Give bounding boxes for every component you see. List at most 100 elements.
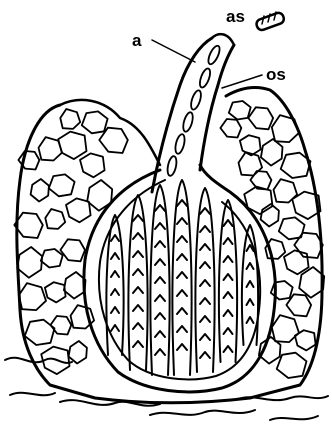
tissue-cell	[248, 107, 273, 129]
label-as: as	[226, 7, 245, 26]
tissue-cell	[284, 250, 309, 274]
ascospore-mark	[111, 307, 119, 313]
ascospore-mark	[155, 241, 165, 247]
tissue-cell	[277, 353, 307, 378]
tissue-cell	[80, 153, 105, 177]
ascospore-mark	[200, 244, 210, 250]
ascospore-mark	[177, 272, 187, 278]
ascospore-mark	[224, 274, 233, 280]
ascospore-mark	[200, 352, 210, 358]
ascus	[219, 200, 237, 362]
ascospore-mark	[155, 313, 165, 319]
ascospore-mark	[177, 218, 187, 224]
ascospore-mark	[200, 280, 210, 286]
tissue-cell	[294, 233, 323, 258]
ascospore-mark	[111, 289, 119, 295]
ascospore-mark	[177, 290, 187, 296]
ostiole-tip	[212, 34, 234, 45]
ascospore-mark	[155, 277, 165, 283]
ascospore-mark	[155, 259, 165, 265]
label-a: a	[132, 31, 142, 50]
neck-ascospores	[166, 44, 222, 176]
ascospore-mark	[111, 235, 119, 241]
ostiole-neck-right	[200, 45, 234, 170]
ascospore-mark	[224, 256, 233, 262]
ascospore-mark	[155, 331, 165, 337]
ascospore-mark	[247, 299, 254, 305]
perithecium-wall	[84, 165, 275, 392]
ascospore-mark	[155, 223, 165, 229]
neck-ascospore	[189, 89, 203, 110]
tissue-cell	[31, 179, 49, 202]
ascospore-mark	[247, 263, 254, 269]
tissue-cell	[82, 111, 108, 133]
tissue-cell	[295, 330, 316, 350]
label-os: os	[266, 65, 286, 84]
tissue-cell	[19, 283, 46, 310]
tissue-cell	[41, 249, 63, 268]
neck-ascospore	[174, 133, 187, 154]
ascospore-mark	[224, 292, 233, 298]
tissue-cell	[45, 209, 65, 229]
ascospore-mark	[111, 253, 119, 259]
tissue-cell	[69, 341, 87, 364]
ascospore-mark	[133, 215, 143, 221]
ascospore-mark	[224, 346, 233, 352]
ascospore-mark	[155, 349, 165, 355]
ascus	[172, 180, 191, 375]
ascospore-mark	[200, 334, 210, 340]
ascospore-mark	[133, 269, 143, 275]
ascospore-mark	[200, 316, 210, 322]
free-ascospore	[255, 12, 285, 32]
ascospore-mark	[177, 308, 187, 314]
ascospore-mark	[224, 238, 233, 244]
ascospore-mark	[133, 323, 143, 329]
neck-ascospore	[181, 111, 194, 132]
ascospore-mark	[200, 262, 210, 268]
ascospore-mark	[133, 341, 143, 347]
tissue-cell	[49, 174, 75, 196]
ascospore-mark	[247, 281, 254, 287]
neck-ascospore	[198, 67, 212, 89]
ascospore-mark	[177, 254, 187, 260]
ascospore-mark	[177, 236, 187, 242]
tissue-cell	[58, 132, 86, 160]
ascospore-mark	[200, 226, 210, 232]
leader-line-a	[152, 40, 195, 62]
asci	[106, 180, 258, 375]
tissue-cell	[261, 139, 283, 166]
ascospore-mark	[133, 233, 143, 239]
ascus	[128, 195, 147, 370]
tissue-cell	[17, 247, 42, 278]
ascospore-mark	[155, 205, 165, 211]
leader-line-os	[222, 75, 262, 88]
ascospore-mark	[111, 325, 119, 331]
ascospore-mark	[177, 326, 187, 332]
tissue-cell	[60, 239, 85, 261]
ascospore-mark	[224, 310, 233, 316]
neck-ascospore	[166, 155, 178, 176]
ascospore-mark	[133, 305, 143, 311]
ascospore-mark	[224, 328, 233, 334]
tissue-cell	[229, 101, 251, 120]
tissue-cell	[25, 320, 55, 345]
ascospore-mark	[247, 317, 254, 323]
tissue-cell	[60, 109, 80, 129]
ascus	[150, 185, 169, 375]
ascospore-mark	[200, 208, 210, 214]
tissue-cell	[272, 115, 299, 142]
ascospore-mark	[133, 251, 143, 257]
neck-ascospore	[206, 44, 222, 66]
ascospore-mark	[133, 287, 143, 293]
ascospore-mark	[155, 295, 165, 301]
tissue-cell	[240, 135, 261, 155]
ascospore-mark	[200, 298, 210, 304]
ascospore-mark	[177, 200, 187, 206]
ascospore-mark	[177, 344, 187, 350]
tissue-cell	[45, 282, 66, 302]
ascospore-mark	[111, 271, 119, 277]
tissue-cell	[64, 272, 86, 299]
tissue-cell	[220, 119, 241, 138]
ascospore-mark	[224, 220, 233, 226]
